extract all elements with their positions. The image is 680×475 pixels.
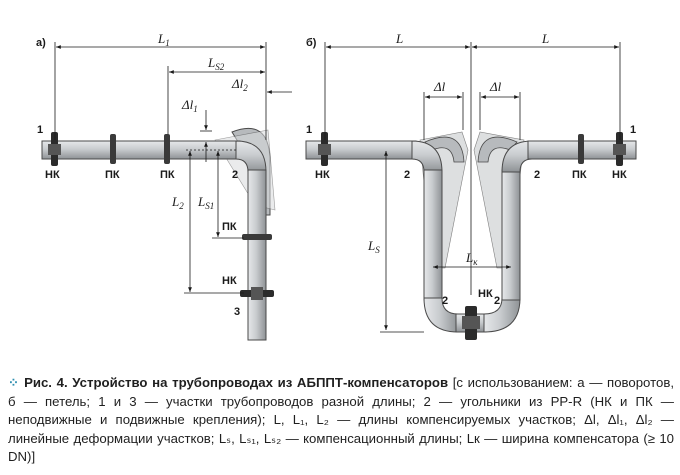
label-nk-b2: НК xyxy=(612,169,627,181)
label-1-b1: 1 xyxy=(306,124,312,136)
dim-ls-b: LS xyxy=(367,238,380,255)
dim-l1-a: L1 xyxy=(157,31,170,48)
panel-b-label: б) xyxy=(306,37,317,49)
caption-text: [с использованием: а — поворотов, б — пе… xyxy=(8,375,675,465)
panel-a: а) 1 НК ПК ПК 2 ПК НК 3 xyxy=(36,31,292,341)
caption-marker-icon: ⁘ xyxy=(8,375,19,390)
label-2-b2: 2 xyxy=(534,169,540,181)
label-pk-a3: ПК xyxy=(222,221,237,233)
label-1-a: 1 xyxy=(37,124,43,136)
label-pk-b1: ПК xyxy=(572,169,587,181)
clamp-nk-b2 xyxy=(613,132,626,166)
label-2-a: 2 xyxy=(232,169,238,181)
label-pk-a2: ПК xyxy=(160,169,175,181)
dim-dl-b1: Δl xyxy=(433,79,446,94)
clamp-nk-b-bottom xyxy=(462,306,480,340)
dim-dl2-a: Δl2 xyxy=(231,76,248,93)
panel-b: б) 1 НК 2 2 ПК НК xyxy=(305,31,637,340)
label-2-b1: 2 xyxy=(404,169,410,181)
caption-title: Рис. 4. Устройство на трубопроводах из А… xyxy=(24,375,449,390)
label-nk-a1: НК xyxy=(45,169,60,181)
elbow-b-bottom-left xyxy=(423,297,459,333)
compensator-diagram: а) 1 НК ПК ПК 2 ПК НК 3 xyxy=(36,31,637,341)
label-3-a: 3 xyxy=(234,306,240,318)
dim-l-b1: L xyxy=(395,31,403,46)
displaced-elbow-right xyxy=(477,136,518,163)
clamp-pk-a1 xyxy=(110,134,116,164)
dim-dl1-a: Δl1 xyxy=(181,97,198,114)
pipe-vertical-b-left xyxy=(423,169,443,301)
dim-l2-a: L2 xyxy=(171,194,184,211)
dim-ls1-a: LS1 xyxy=(197,194,214,211)
clamp-pk-a3 xyxy=(242,234,272,240)
label-1-b2: 1 xyxy=(630,124,636,136)
label-2-b3: 2 xyxy=(442,295,448,307)
clamp-nk-a2 xyxy=(240,287,274,300)
dim-l-b2: L xyxy=(541,31,549,46)
clamp-nk-b1 xyxy=(318,132,331,166)
label-2-b4: 2 xyxy=(494,295,500,307)
panel-a-label: а) xyxy=(36,37,46,49)
clamp-nk-a1 xyxy=(48,132,61,166)
elbow-b-top-right xyxy=(501,140,533,173)
label-pk-a1: ПК xyxy=(105,169,120,181)
clamp-pk-b1 xyxy=(578,134,584,164)
dim-ls2-a: LS2 xyxy=(207,55,225,72)
label-nk-b1: НК xyxy=(315,169,330,181)
clamp-pk-a2 xyxy=(164,134,170,164)
elbow-b-bottom-right xyxy=(483,297,521,333)
label-nk-b3: НК xyxy=(478,288,493,300)
displaced-elbow-left xyxy=(424,136,465,163)
figure-caption: ⁘ Рис. 4. Устройство на трубопроводах из … xyxy=(8,374,674,467)
pipe-vertical-a xyxy=(247,169,267,341)
dim-dl-b2: Δl xyxy=(489,79,502,94)
dim-lk-b: Lк xyxy=(465,250,478,267)
pipe-vertical-b-right xyxy=(501,169,521,301)
label-nk-a2: НК xyxy=(222,275,237,287)
